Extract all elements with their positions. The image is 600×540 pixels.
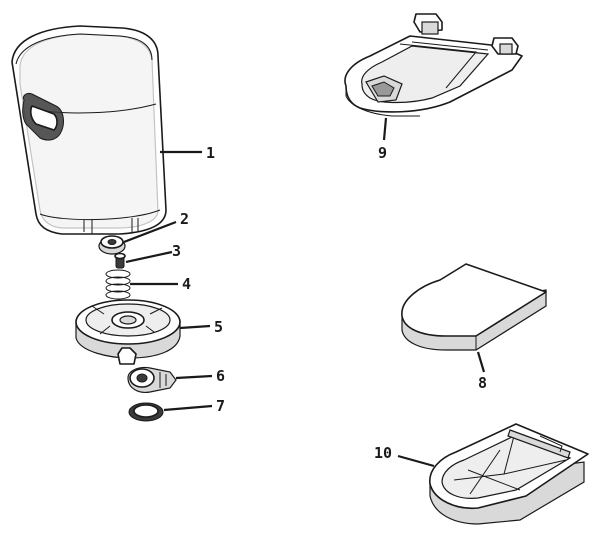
callout-4: 4 xyxy=(182,275,191,293)
callout-10: 10 xyxy=(374,444,392,462)
part-7-seal-ring xyxy=(128,402,164,422)
leader-6 xyxy=(175,374,213,380)
callout-8: 8 xyxy=(478,374,487,392)
leader-lines xyxy=(123,117,486,468)
callout-7: 7 xyxy=(216,397,225,415)
part-2-valve-cap xyxy=(98,235,126,255)
leader-10 xyxy=(397,454,435,468)
part-8-lid xyxy=(401,263,547,351)
leader-8 xyxy=(476,351,486,373)
part-6-lever xyxy=(127,366,177,393)
leader-7 xyxy=(163,404,213,412)
leader-9 xyxy=(382,117,388,141)
leader-5 xyxy=(179,324,211,330)
callout-9: 9 xyxy=(378,144,387,162)
callout-6: 6 xyxy=(216,367,225,385)
part-5-base-plate xyxy=(75,299,181,365)
callout-3: 3 xyxy=(172,242,181,260)
leader-2 xyxy=(123,220,177,244)
callout-5: 5 xyxy=(214,318,223,336)
part-1-container xyxy=(11,25,167,235)
callout-2: 2 xyxy=(180,210,189,228)
part-4-spring xyxy=(105,269,131,300)
leader-3 xyxy=(125,250,173,264)
part-9-tray-frame xyxy=(344,13,523,117)
part-10-drip-tray xyxy=(429,423,589,525)
part-3-pin xyxy=(114,252,126,269)
callout-1: 1 xyxy=(206,144,215,162)
